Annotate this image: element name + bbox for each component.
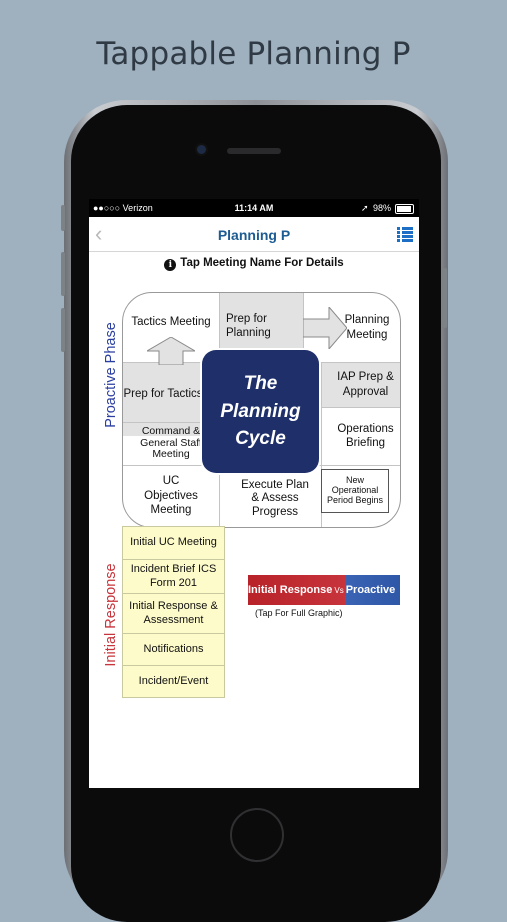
center-line-2: Planning <box>220 400 301 422</box>
center-line-3: Cycle <box>235 428 286 450</box>
app-screen: ●●○○○ Verizon 11:14 AM ➚ 98% ‹ Planning … <box>89 199 419 788</box>
initial-uc-meeting-link[interactable]: Initial UC Meeting <box>130 536 217 549</box>
clock: 11:14 AM <box>234 203 274 213</box>
compare-right-label: Proactive <box>345 584 396 596</box>
command-staff-meeting-link[interactable]: Command & General Staff Meeting <box>140 424 202 461</box>
mute-switch <box>61 205 65 231</box>
volume-up-button <box>61 252 65 296</box>
battery-percent: 98% <box>373 203 392 213</box>
arrow-to-planning-icon <box>303 307 347 349</box>
location-icon: ➚ <box>361 203 369 213</box>
initial-response-column: Initial UC Meeting Incident Brief ICS Fo… <box>122 526 225 698</box>
front-camera <box>197 145 206 154</box>
volume-down-button <box>61 308 65 352</box>
info-icon: i <box>164 259 177 271</box>
prep-for-tactics-link[interactable]: Prep for Tactics <box>123 387 203 400</box>
arrow-to-tactics-icon <box>147 337 195 365</box>
operations-briefing-link[interactable]: Operations Briefing <box>337 422 394 449</box>
power-button <box>443 268 447 328</box>
headline: Tappable Planning P <box>96 36 411 72</box>
nav-bar: ‹ Planning P <box>89 217 419 252</box>
iap-prep-approval-link[interactable]: IAP Prep & Approval <box>337 371 394 398</box>
initial-response-label: Initial Response <box>103 563 119 667</box>
battery-icon <box>395 204 414 214</box>
nav-title: Planning P <box>217 227 291 243</box>
compare-vs-label: Vs <box>334 585 344 595</box>
uc-objectives-meeting-link[interactable]: UC Objectives Meeting <box>144 475 198 517</box>
prep-for-planning-link[interactable]: Prep for Planning <box>226 312 271 339</box>
new-operational-period-link[interactable]: New Operational Period Begins <box>321 469 389 513</box>
home-button[interactable] <box>230 808 284 862</box>
compare-left-label: Initial Response <box>248 584 333 596</box>
carrier-label: ●●○○○ Verizon <box>93 203 153 213</box>
execute-plan-link[interactable]: Execute Plan & Assess Progress <box>241 479 309 518</box>
earpiece-speaker <box>227 148 281 154</box>
proactive-phase-label: Proactive Phase <box>103 322 119 428</box>
instruction-label: Tap Meeting Name For Details <box>180 257 344 269</box>
tactics-meeting-link[interactable]: Tactics Meeting <box>131 315 211 328</box>
notifications-link[interactable]: Notifications <box>123 633 224 666</box>
full-graphic-note: (Tap For Full Graphic) <box>255 608 343 618</box>
back-button[interactable]: ‹ <box>95 221 103 246</box>
iap-prep-bg <box>321 362 400 407</box>
status-bar: ●●○○○ Verizon 11:14 AM ➚ 98% <box>89 199 419 217</box>
incident-event-link[interactable]: Incident/Event <box>123 665 224 698</box>
incident-brief-link[interactable]: Incident Brief ICS Form 201 <box>123 559 224 594</box>
list-icon[interactable] <box>397 227 413 242</box>
initial-response-assessment-link[interactable]: Initial Response & Assessment <box>123 593 224 634</box>
center-line-1: The <box>243 373 278 395</box>
planning-meeting-link[interactable]: Planning Meeting <box>344 314 390 341</box>
